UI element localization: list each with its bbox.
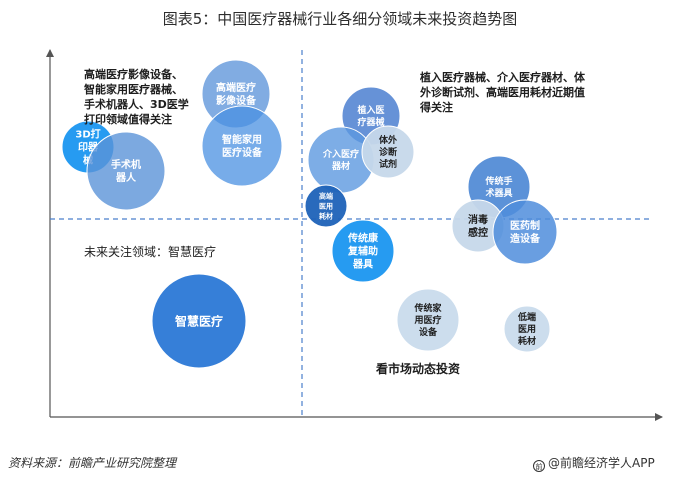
bubble-label: 植入医	[356, 104, 384, 116]
bubble-label: 诊断	[379, 146, 397, 158]
brand-logo: 前@前瞻经济学人APP	[533, 454, 655, 472]
bubble-label: 传统康	[347, 232, 379, 245]
bubble-label: 用医疗	[413, 314, 441, 326]
bubble-label: 试剂	[379, 158, 397, 170]
bubble-label: 械	[83, 154, 93, 167]
bubble-label: 传统家	[413, 302, 442, 314]
annotation-line: 打印领域值得关注	[84, 113, 172, 126]
annotation-line: 外诊断试剂、高端医用耗材近期值	[420, 86, 585, 99]
bubble-label: 智慧医疗	[174, 313, 223, 328]
bubble-label: 复辅助	[347, 245, 378, 258]
annotation-bottom-right: 看市场动态投资	[376, 362, 461, 376]
bubble: 高端医用耗材	[304, 184, 348, 228]
bubble-label: 疗器械	[357, 116, 384, 128]
bubble-label: 低端	[517, 311, 536, 323]
bubble-circle	[151, 273, 247, 369]
bubble-circle	[361, 125, 415, 179]
source-note: 资料来源：前瞻产业研究院整理	[8, 456, 177, 470]
bubble-label: 术器具	[484, 187, 512, 199]
bubble-label: 感控	[468, 226, 488, 239]
bubble-label: 耗材	[518, 335, 536, 347]
chart-title: 图表5：中国医疗器械行业各细分领域未来投资趋势图	[162, 10, 518, 28]
bubble-label: 耗材	[319, 212, 333, 221]
bubble-circle	[304, 184, 348, 228]
bubble-label: 智能家用	[222, 133, 262, 146]
bubble-label: 体外	[379, 134, 397, 146]
annotation-line: 手术机器人、3D医学	[84, 98, 189, 111]
bubble-label: 器具	[352, 259, 373, 271]
annotation-top-left: 高端医疗影像设备、 智能家用医疗器械、 手术机器人、3D医学 打印领域值得关注	[84, 67, 189, 127]
bubble-layer: 高端医疗影像设备智能家用医疗设备3D打印器械手术机器人植入医疗器械介入医疗器材体…	[61, 59, 558, 369]
bubble-circle	[201, 105, 283, 187]
bubble-label: 手术机	[111, 158, 141, 171]
bubble-label: 介入医疗	[322, 148, 359, 160]
bubble-circle	[396, 288, 460, 352]
bubble-label: 器人	[115, 171, 137, 184]
bubble-circle	[503, 305, 551, 353]
bubble-label: 3D打	[75, 128, 100, 141]
annotation-line: 得关注	[420, 101, 453, 114]
bubble-circle	[331, 219, 395, 283]
annotation-line: 高端医疗影像设备、	[84, 68, 183, 81]
bubble: 手术机器人	[86, 131, 166, 211]
bubble-label: 高端医疗	[216, 81, 256, 94]
annotation-line: 智能家用医疗器械、	[84, 83, 183, 96]
bubble-label: 医用	[319, 203, 333, 211]
bubble-circle	[86, 131, 166, 211]
brand-logo-icon: 前	[533, 460, 545, 472]
bubble-label: 造设备	[510, 232, 541, 245]
annotation-top-right: 植入医疗器械、介入医疗器材、体 外诊断试剂、高端医用耗材近期值 得关注	[420, 70, 585, 115]
annotation-line: 植入医疗器械、介入医疗器材、体	[420, 71, 585, 84]
bubble-label: 医疗设备	[222, 146, 263, 159]
bubble-label: 消毒	[468, 213, 488, 226]
annotation-middle-left: 未来关注领域：智慧医疗	[84, 245, 217, 259]
bubble-label: 设备	[419, 326, 438, 338]
brand-logo-text: @前瞻经济学人APP	[548, 456, 655, 470]
bubble-label: 高端	[319, 192, 333, 201]
bubble-label: 器材	[331, 160, 350, 172]
bubble: 智慧医疗	[151, 273, 247, 369]
bubble-label: 传统手	[484, 175, 512, 187]
bubble-circle	[492, 199, 558, 265]
bubble-label: 影像设备	[216, 94, 257, 107]
bubble-label: 医药制	[510, 219, 540, 232]
bubble-label: 医用	[518, 324, 536, 335]
